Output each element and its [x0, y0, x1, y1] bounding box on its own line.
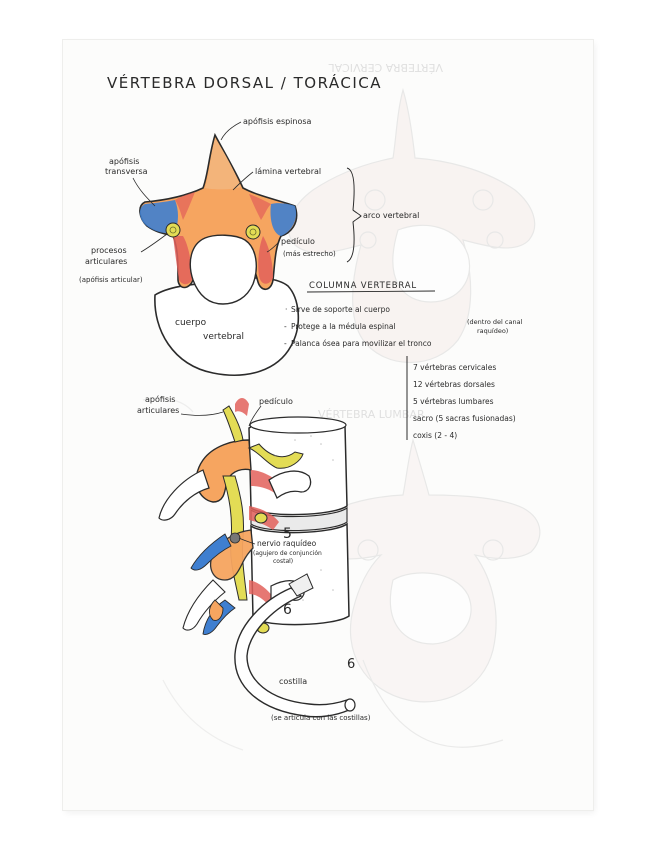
anatomy-diagram: VÉRTEBRA CERVICAL VÉRTEBRA LUMBAR VÉRTEB…	[79, 61, 541, 751]
label-side-articular-1: apófisis	[145, 394, 175, 404]
svg-text:-: -	[284, 339, 287, 348]
column-count-4: sacro (5 sacras fusionadas)	[413, 414, 516, 423]
label-arch: arco vertebral	[363, 211, 419, 220]
column-function-3: Palanca ósea para movilizar el tronco	[291, 339, 432, 348]
label-articular-3: (apófisis articular)	[79, 276, 143, 284]
ghost-subtitle: VÉRTEBRA LUMBAR	[318, 408, 425, 421]
column-count-1: 7 vértebras cervicales	[413, 363, 496, 372]
vertebral-body-5	[248, 418, 348, 516]
label-number-6b: 6	[347, 657, 355, 672]
costal-facet-upper	[254, 512, 268, 524]
column-function-2: Protege a la médula espinal	[291, 322, 396, 331]
transverse-process-right	[270, 203, 297, 236]
articular-facet-left	[165, 222, 181, 238]
label-number-5: 5	[283, 526, 292, 542]
pedicle-left-red	[173, 236, 193, 285]
label-nerve-2: (agujero de conjunción	[253, 550, 322, 557]
column-note-1: (dentro del canal	[467, 318, 523, 326]
arch-bracket	[346, 167, 362, 263]
label-pedicle-note: (más estrecho)	[283, 250, 336, 258]
label-pedicle: pedículo	[281, 237, 315, 246]
label-side-pedicle: pedículo	[259, 397, 293, 406]
label-lamina: lámina vertebral	[255, 167, 321, 176]
vertebral-foramen	[189, 234, 257, 305]
label-number-6a: 6	[283, 602, 292, 618]
side-view-labels: apófisis articulares pedículo 5 nervio r…	[137, 394, 371, 722]
label-articular-2: articulares	[85, 257, 127, 266]
transverse-blue-1	[190, 533, 232, 571]
label-nerve-3: costal)	[273, 558, 293, 565]
column-count-2: 12 vértebras dorsales	[413, 380, 495, 389]
column-count-5: coxis (2 - 4)	[413, 431, 457, 440]
column-notes: COLUMNA VERTEBRAL Sirve de soporte al cu…	[284, 281, 523, 440]
label-nerve-1: nervio raquídeo	[257, 539, 317, 548]
page-title: VÉRTEBRA DORSAL / TORÁCICA	[107, 73, 382, 92]
top-view-labels: apófisis espinosa apófisis transversa lá…	[79, 116, 419, 342]
svg-text:·: ·	[285, 305, 287, 314]
label-rib: costilla	[279, 677, 307, 686]
side-arch-upper	[195, 439, 252, 503]
label-spinous: apófisis espinosa	[243, 116, 312, 126]
ghost-show-through: VÉRTEBRA CERVICAL VÉRTEBRA LUMBAR	[142, 61, 541, 751]
paper-sheet: VÉRTEBRA CERVICAL VÉRTEBRA LUMBAR VÉRTEB…	[63, 40, 593, 810]
column-function-1: Sirve de soporte al cuerpo	[291, 305, 390, 314]
side-pedicle-upper	[247, 443, 304, 469]
transverse-upper	[268, 470, 312, 500]
column-count-3: 5 vértebras lumbares	[413, 397, 494, 406]
label-articular-1: procesos	[91, 246, 127, 255]
side-view-vertebrae	[158, 398, 356, 718]
label-rib-note: (se articula con las costillas)	[271, 714, 371, 722]
column-heading: COLUMNA VERTEBRAL	[309, 281, 417, 291]
ghost-title: VÉRTEBRA CERVICAL	[328, 61, 443, 74]
pedicle-right-red	[258, 236, 273, 284]
label-body-1: cuerpo	[175, 318, 207, 328]
svg-text:-: -	[284, 322, 287, 331]
label-transverse-2: transversa	[105, 167, 148, 176]
label-body-2: vertebral	[203, 332, 244, 342]
articular-facet-right	[245, 224, 261, 240]
label-side-articular-2: articulares	[137, 406, 179, 415]
top-view-vertebra	[139, 132, 300, 376]
column-note-2: raquídeo)	[477, 327, 508, 335]
label-transverse-1: apófisis	[109, 156, 139, 166]
intervertebral-foramen	[229, 532, 241, 544]
